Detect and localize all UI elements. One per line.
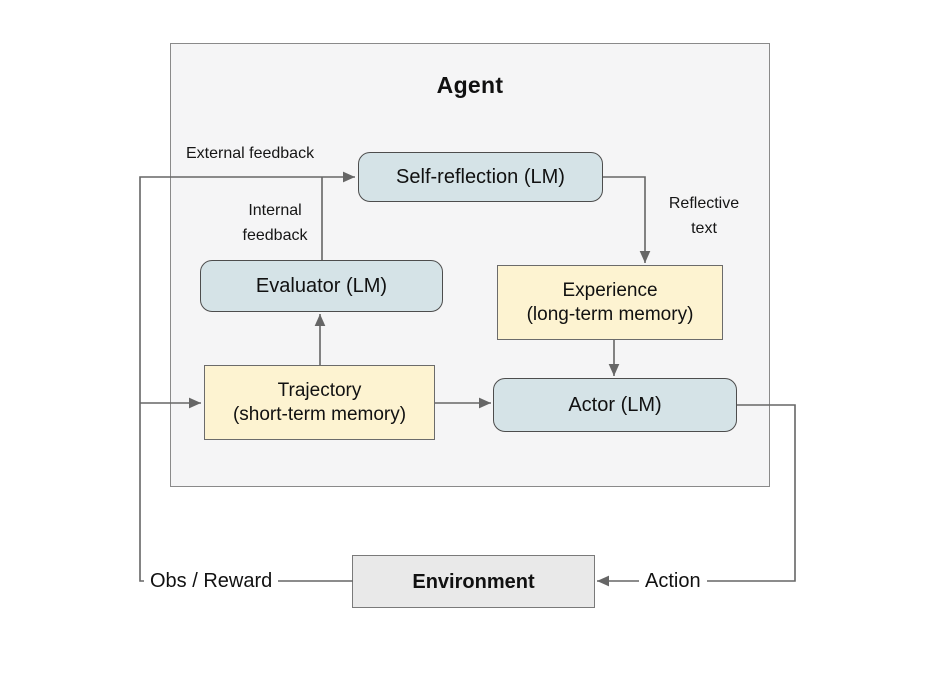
agent-title: Agent: [436, 72, 504, 98]
internal-feedback-line2: feedback: [242, 227, 308, 244]
action-label: Action: [639, 567, 707, 595]
external-feedback-label: External feedback: [186, 145, 315, 162]
internal-feedback-line1: Internal: [248, 202, 302, 219]
internal-feedback-label: Internal feedback: [228, 198, 322, 248]
evaluator-node: Evaluator (LM): [200, 260, 443, 312]
trajectory-node: Trajectory (short-term memory): [204, 365, 435, 440]
environment-node: Environment: [352, 555, 595, 608]
reflective-text-label: Reflective text: [659, 191, 749, 241]
reflective-text-line2: text: [691, 220, 717, 237]
trajectory-label: Trajectory: [277, 379, 362, 401]
self-reflection-node: Self-reflection (LM): [358, 152, 603, 202]
experience-node: Experience (long-term memory): [497, 265, 723, 340]
actor-label: Actor (LM): [568, 394, 662, 416]
self-reflection-label: Self-reflection (LM): [396, 166, 565, 188]
reflective-text-line1: Reflective: [668, 195, 740, 212]
trajectory-sublabel: (short-term memory): [232, 403, 407, 425]
actor-node: Actor (LM): [493, 378, 737, 432]
evaluator-label: Evaluator (LM): [255, 275, 388, 297]
experience-sublabel: (long-term memory): [526, 303, 694, 325]
experience-label: Experience: [562, 279, 658, 301]
obs-reward-label: Obs / Reward: [144, 567, 279, 595]
environment-label: Environment: [412, 570, 535, 593]
